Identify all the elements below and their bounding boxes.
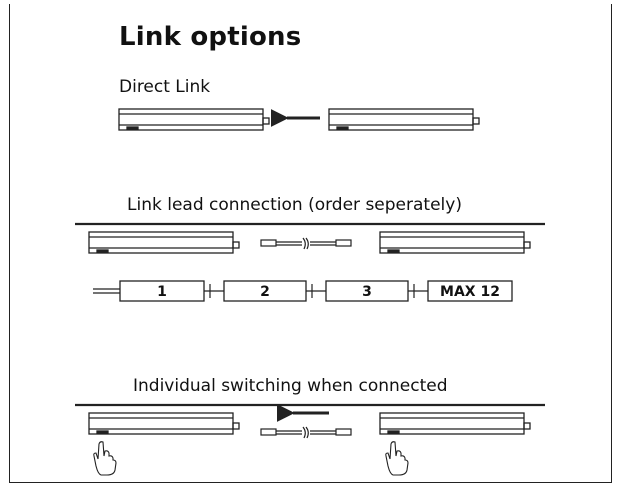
lead-fitting-right xyxy=(379,231,531,254)
chain-box-1-label: 1 xyxy=(157,284,167,300)
direct-link-fitting-left xyxy=(118,108,270,131)
page-title: Link options xyxy=(119,22,302,52)
lead-fitting-left xyxy=(88,231,240,254)
switch-lead-cable xyxy=(260,426,352,439)
chain-box-max: MAX 12 xyxy=(427,280,513,302)
hand-pointer-icon xyxy=(93,441,117,476)
link-lead-cable xyxy=(260,237,352,250)
chain-connectors xyxy=(93,284,428,298)
chain-box-1: 1 xyxy=(119,280,205,302)
switch-fitting-left xyxy=(88,412,240,435)
chain-box-3: 3 xyxy=(325,280,409,302)
chain-box-3-label: 3 xyxy=(362,284,372,300)
chain-box-2-label: 2 xyxy=(260,284,270,300)
diagram-frame xyxy=(9,4,612,483)
hand-pointer-icon xyxy=(385,441,409,476)
switch-fitting-right xyxy=(379,412,531,435)
direct-link-fitting-right xyxy=(328,108,480,131)
link-lead-label: Link lead connection (order seperately) xyxy=(127,195,462,215)
individual-switching-label: Individual switching when connected xyxy=(133,376,448,396)
chain-box-2: 2 xyxy=(223,280,307,302)
direct-link-label: Direct Link xyxy=(119,77,211,97)
chain-box-max-label: MAX 12 xyxy=(440,284,500,300)
